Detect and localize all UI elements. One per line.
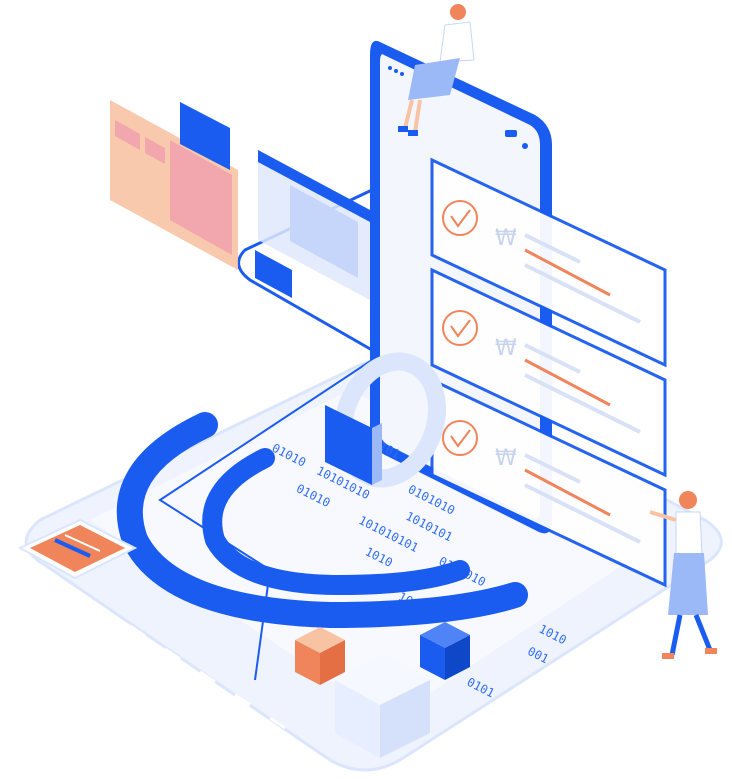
orange-cube bbox=[295, 627, 345, 685]
pink-window-item bbox=[115, 120, 140, 150]
check-mark-icon bbox=[450, 209, 471, 228]
pink-window-item bbox=[145, 137, 165, 164]
check-mark-icon bbox=[450, 429, 471, 448]
phone-status-dots bbox=[388, 66, 528, 149]
blue-cube bbox=[420, 622, 470, 680]
payment-card-1[interactable]: ₩ bbox=[430, 157, 667, 368]
check-circle-icon bbox=[442, 420, 478, 456]
blue-square bbox=[255, 250, 292, 298]
blue-square bbox=[180, 102, 230, 170]
code-window-bar bbox=[258, 150, 370, 222]
check-mark-icon bbox=[450, 319, 471, 338]
check-circle-icon bbox=[442, 200, 478, 236]
white-cube bbox=[335, 655, 430, 758]
person-sitting bbox=[398, 4, 475, 136]
chip bbox=[17, 518, 138, 580]
currency-symbol: ₩ bbox=[495, 226, 517, 251]
road-dashes bbox=[59, 578, 286, 730]
currency-symbol: ₩ bbox=[495, 336, 517, 361]
circuit-line bbox=[237, 188, 373, 352]
watch-face-side bbox=[372, 423, 382, 485]
currency-symbol: ₩ bbox=[495, 446, 517, 471]
person-standing bbox=[649, 491, 717, 659]
inner-arc bbox=[202, 448, 470, 596]
payment-card-2[interactable]: ₩ bbox=[430, 267, 667, 478]
code-window-pane bbox=[290, 185, 358, 278]
check-circle-icon bbox=[442, 310, 478, 346]
outer-arc bbox=[116, 412, 528, 629]
pink-window-panel bbox=[170, 140, 232, 255]
watch-face bbox=[325, 405, 372, 485]
